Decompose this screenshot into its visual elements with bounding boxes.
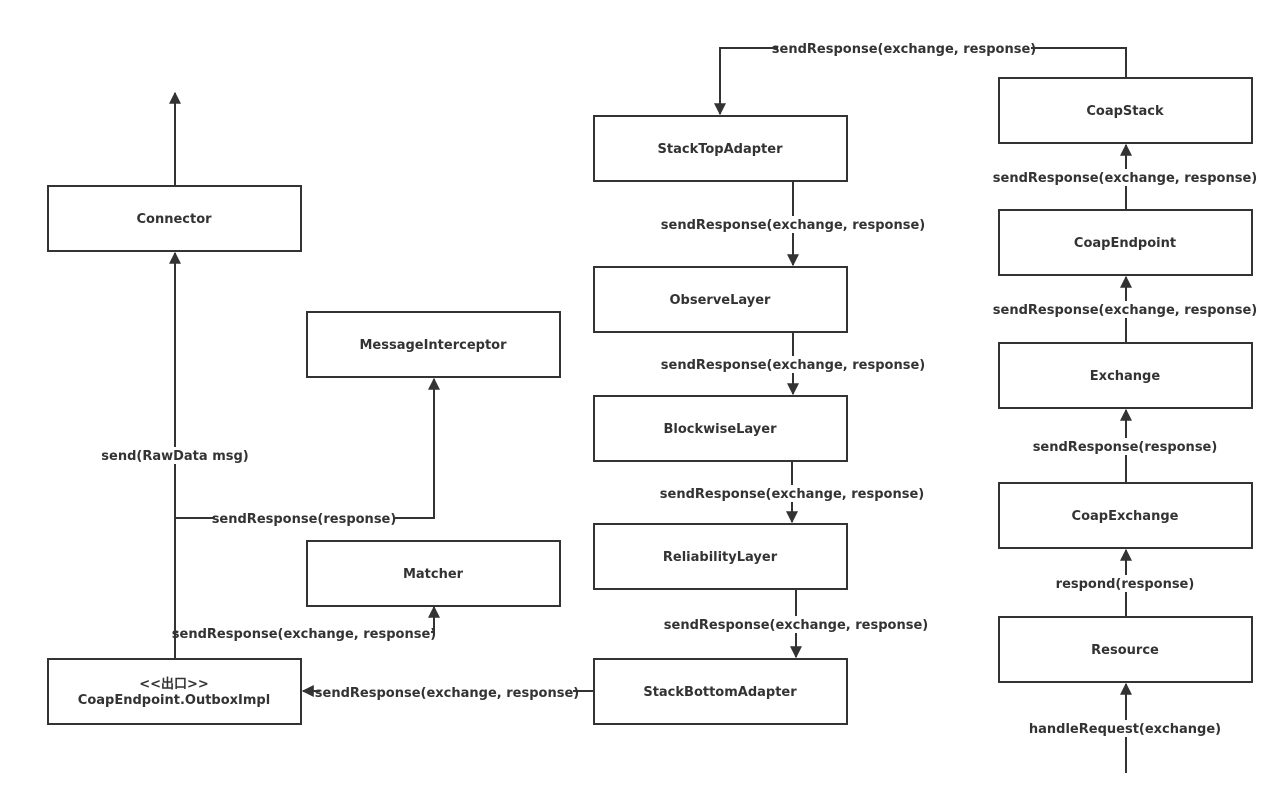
edge-stackbottomadapter-to-outbox: sendResponse(exchange, response)	[301, 683, 593, 701]
node-label: Exchange	[1090, 369, 1161, 384]
node-label: Resource	[1091, 643, 1159, 658]
edge-label: sendResponse(exchange, response)	[661, 358, 925, 373]
edge-label: respond(response)	[1056, 577, 1195, 592]
node-outbox: <<出口>> CoapEndpoint.OutboxImpl	[47, 658, 302, 725]
edge-label: sendResponse(exchange, response)	[772, 42, 1036, 57]
node-label: Connector	[136, 212, 212, 227]
edge-outbox-to-connector: send(RawData msg)	[101, 251, 249, 658]
edge-label: sendResponse(exchange, response)	[172, 627, 436, 642]
node-stackbottomadapter: StackBottomAdapter	[593, 658, 848, 725]
node-observelayer: ObserveLayer	[593, 266, 848, 333]
node-stereotype: <<出口>>	[139, 676, 209, 692]
edge-label: sendResponse(exchange, response)	[664, 618, 928, 633]
node-connector: Connector	[47, 185, 302, 252]
edge-resource-to-coapexchange: respond(response)	[1056, 548, 1195, 616]
node-label: ReliabilityLayer	[663, 550, 778, 565]
node-label: CoapEndpoint.OutboxImpl	[78, 693, 270, 708]
node-label: Matcher	[403, 567, 464, 582]
node-coapstack: CoapStack	[998, 77, 1253, 144]
edge-label: sendResponse(response)	[1033, 440, 1218, 455]
node-coapexchange: CoapExchange	[998, 482, 1253, 549]
edge-outbox-to-messageinterceptor: sendResponse(response)	[175, 377, 440, 527]
node-label: CoapExchange	[1072, 509, 1179, 524]
node-resource: Resource	[998, 616, 1253, 683]
node-label: CoapStack	[1086, 104, 1164, 119]
edge-reliabilitylayer-to-stackbottomadapter: sendResponse(exchange, response)	[664, 589, 928, 659]
edge-exchange-to-coapendpoint: sendResponse(exchange, response)	[993, 275, 1257, 342]
edge-incoming-to-resource: handleRequest(exchange)	[1029, 682, 1221, 773]
node-label: StackTopAdapter	[658, 142, 784, 157]
node-label: MessageInterceptor	[359, 338, 507, 353]
edge-label: sendResponse(exchange, response)	[993, 171, 1257, 186]
node-blockwiselayer: BlockwiseLayer	[593, 395, 848, 462]
edge-label: sendResponse(exchange, response)	[660, 487, 924, 502]
edge-label: sendResponse(exchange, response)	[661, 218, 925, 233]
edge-label: handleRequest(exchange)	[1029, 722, 1221, 737]
node-exchange: Exchange	[998, 342, 1253, 409]
node-label: CoapEndpoint	[1074, 236, 1176, 251]
node-label: ObserveLayer	[670, 293, 772, 308]
edge-outbox-to-matcher: sendResponse(exchange, response)	[172, 605, 440, 642]
node-label: StackBottomAdapter	[643, 685, 797, 700]
edge-blockwiselayer-to-reliabilitylayer: sendResponse(exchange, response)	[660, 461, 924, 524]
edge-label: sendResponse(response)	[212, 512, 397, 527]
node-messageinterceptor: MessageInterceptor	[306, 311, 561, 378]
node-label: BlockwiseLayer	[663, 422, 777, 437]
edge-label: sendResponse(exchange, response)	[993, 303, 1257, 318]
node-stacktopadapter: StackTopAdapter	[593, 115, 848, 182]
edge-coapexchange-to-exchange: sendResponse(response)	[1033, 408, 1218, 482]
edge-stacktopadapter-to-observelayer: sendResponse(exchange, response)	[661, 181, 925, 267]
edge-label: sendResponse(exchange, response)	[315, 686, 579, 701]
edge-label: send(RawData msg)	[101, 449, 248, 464]
node-coapendpoint: CoapEndpoint	[998, 209, 1253, 276]
node-reliabilitylayer: ReliabilityLayer	[593, 523, 848, 590]
edge-coapendpoint-to-coapstack: sendResponse(exchange, response)	[993, 143, 1257, 209]
edge-observelayer-to-blockwiselayer: sendResponse(exchange, response)	[661, 332, 925, 396]
node-matcher: Matcher	[306, 540, 561, 607]
edge-coapstack-to-stacktopadapter: sendResponse(exchange, response)	[714, 40, 1127, 116]
